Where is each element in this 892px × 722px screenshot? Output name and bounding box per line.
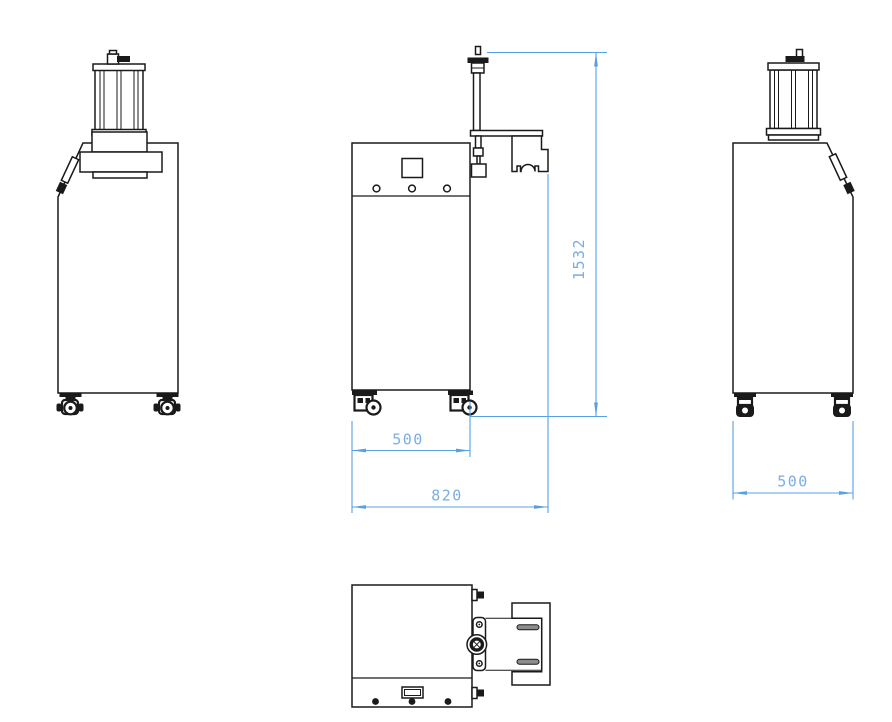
slot-hole [516,624,540,631]
control-button [372,184,381,193]
dimension-side-depth: 500 [732,421,854,500]
air-fitting-elbow [785,56,805,62]
rod-shaft [472,72,481,132]
dimension-value: 500 [392,431,424,449]
arrowhead [839,491,853,495]
air-fitting-body [106,53,120,65]
air-fitting-elbow [117,56,130,62]
dimension-value: 500 [777,473,809,491]
slot-hole [516,658,540,665]
rod-lower-shaft [474,135,482,149]
caster [448,390,478,416]
cylinder-body [94,69,144,131]
dimension-overall-width: 820 [352,174,549,513]
head-lower-plate [92,171,148,179]
control-button-top [372,698,379,705]
rod-lower-nut [472,147,484,157]
nozzle-block [470,163,487,178]
display-screen [401,157,424,179]
arrowhead [733,491,747,495]
hinge-bolt-top [471,588,484,602]
right-side-view [732,48,855,417]
feeder-rod-assembly [467,45,544,178]
air-cylinder [91,49,147,137]
control-button [442,184,452,193]
control-button-top [408,698,416,705]
caster [153,393,181,416]
hinge-bolt-bottom [471,686,484,700]
rod-top-stem [474,45,482,56]
dimension-front-width: 500 [351,402,471,513]
cabinet-outline [57,142,179,394]
tie-rods [774,70,813,129]
cylinder-top-plate [767,62,820,71]
control-button [407,184,417,193]
door-handle-knob [55,181,68,195]
cylinder-base-plate [767,134,820,141]
cabinet-outline [732,142,854,394]
arrowhead [352,505,366,509]
display-screen-top [401,686,424,699]
air-cylinder [765,48,822,141]
display-screen-inner [404,689,421,696]
cylinder-bottom-plate [765,127,822,136]
rod-top-flange [467,57,489,63]
arrowhead [594,402,598,417]
feeder-rod-top [466,633,488,656]
door-handle-lever [828,152,848,182]
tie-rods [99,70,139,130]
cylinder-mount-block [91,131,148,153]
door-handle-lever [60,155,80,185]
rod-tip [476,155,481,165]
dimension-overall-height: 1532 [470,51,607,418]
control-button-top [444,698,452,705]
clamp-jaw-lines [485,617,543,671]
caster [352,390,382,416]
dimension-value: 820 [431,487,463,505]
head-block [79,151,163,173]
support-arm [469,129,544,137]
cylinder-top-plate [92,63,146,72]
clamp-bracket-top [511,602,551,686]
arrowhead [594,52,598,67]
arrowhead [534,505,548,509]
caster [831,393,853,417]
door-handle-knob [843,181,855,195]
air-fitting-cap [108,49,118,55]
arrowhead [456,448,470,453]
caster [56,393,84,416]
cylinder-body [769,69,818,130]
arrowhead [352,448,366,453]
clamp-bracket [511,135,549,173]
left-side-view [55,49,181,416]
top-view [351,584,551,708]
caster [734,393,756,417]
front-view [351,45,549,416]
dimension-value: 1532 [570,238,588,280]
cabinet-front [351,142,471,391]
